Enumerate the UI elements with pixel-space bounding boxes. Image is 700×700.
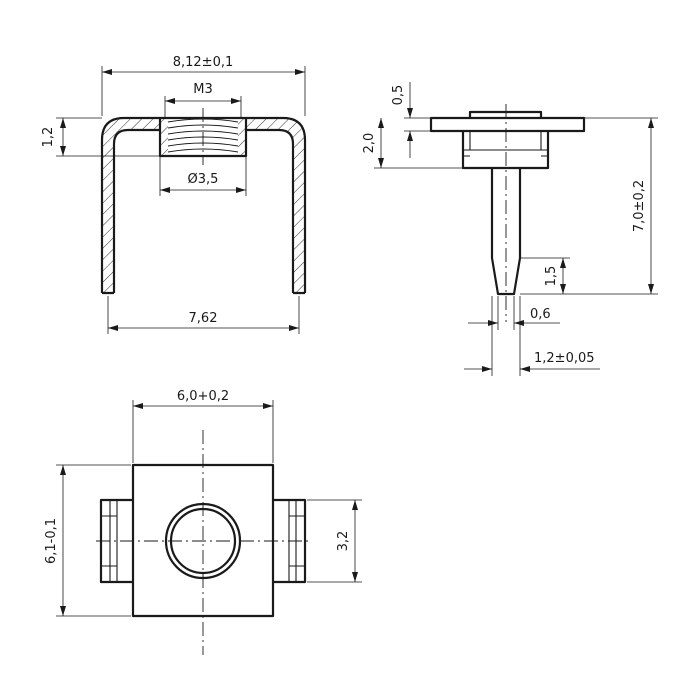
dim-thickness: 1,2 — [41, 127, 56, 148]
dim-thread: M3 — [193, 82, 213, 97]
front-view-outline-left — [100, 116, 160, 295]
side-flange — [429, 116, 586, 133]
dim-top-width: 6,0+0,2 — [177, 389, 229, 404]
dim-tip-length: 1,5 — [544, 266, 559, 287]
dim-head-height: 2,0 — [362, 133, 377, 154]
front-view: 8,12±0,1 M3 1,2 Ø3,5 7,62 — [41, 55, 307, 334]
dim-overall-width: 8,12±0,1 — [173, 55, 234, 70]
dim-tip-width: 0,6 — [530, 307, 551, 322]
front-view-right-leg — [246, 118, 305, 293]
dim-pin-width: 1,2±0,05 — [534, 351, 595, 366]
dim-total-height: 7,0±0,2 — [632, 180, 647, 232]
dim-top-height: 6,1-0,1 — [44, 518, 59, 564]
dim-flange-thickness: 0,5 — [391, 85, 406, 106]
dim-tab-width: 3,2 — [336, 531, 351, 552]
top-view: 6,0+0,2 6,1-0,1 3,2 — [44, 389, 362, 655]
side-pin — [490, 168, 522, 296]
side-view: 0,5 2,0 7,0±0,2 1,5 0,6 1,2±0,05 — [362, 82, 658, 376]
dim-bore-diameter: Ø3,5 — [188, 172, 219, 187]
front-view-body — [102, 118, 160, 293]
front-view-outline-right — [246, 116, 307, 295]
dim-leg-spacing: 7,62 — [189, 311, 218, 326]
thread-wall-right — [238, 118, 246, 156]
thread-wall-left — [160, 118, 168, 156]
side-boss — [468, 110, 543, 118]
